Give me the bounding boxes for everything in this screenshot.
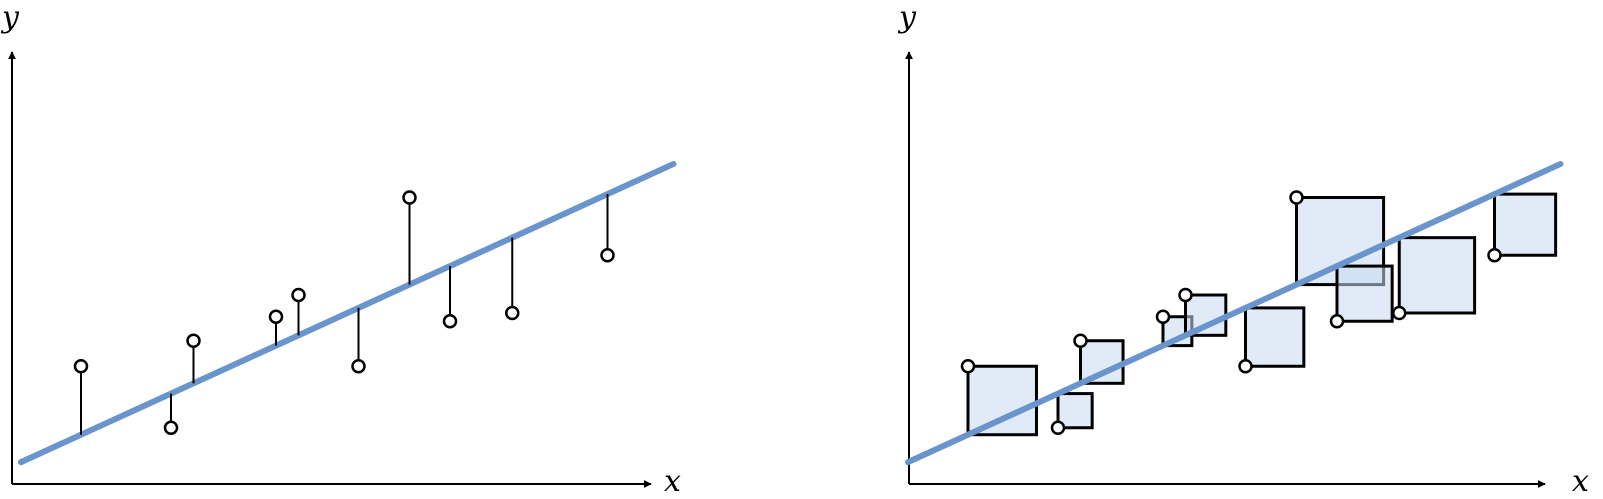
residual-square-6	[1244, 306, 1306, 368]
data-point-9	[1392, 305, 1407, 321]
data-point-5	[291, 287, 306, 303]
data-point-10	[1487, 248, 1502, 263]
left-panel: y x	[0, 0, 681, 499]
right-panel: y x	[897, 0, 1589, 499]
right-plot-area	[905, 160, 1564, 466]
data-point-6	[1238, 359, 1253, 374]
residual-square-2	[1056, 392, 1094, 430]
left-x-axis-label: x	[664, 464, 681, 499]
data-point-9	[505, 305, 520, 321]
residual-square-8	[1335, 264, 1394, 323]
residual-square-9	[1397, 236, 1477, 315]
data-point-7	[402, 190, 417, 205]
residual-square-10	[1493, 192, 1558, 257]
residual-square-3	[1079, 339, 1125, 385]
left-plot-area	[18, 160, 677, 466]
left-y-axis-label: y	[0, 0, 20, 35]
data-point-2	[1050, 420, 1066, 435]
data-point-2	[163, 420, 179, 435]
data-point-1	[73, 359, 89, 374]
data-point-1	[960, 359, 976, 374]
regression-line	[18, 160, 677, 466]
right-x-axis-label: x	[1572, 464, 1589, 499]
right-y-axis-label: y	[897, 0, 917, 35]
regression-line	[905, 160, 1564, 466]
data-point-8	[1329, 314, 1345, 329]
data-point-4	[1155, 309, 1171, 324]
data-point-3	[1073, 333, 1088, 348]
data-point-8	[442, 314, 458, 329]
data-point-4	[268, 309, 284, 324]
data-point-5	[1178, 287, 1193, 303]
data-point-6	[351, 359, 366, 374]
residual-square-1	[966, 364, 1038, 437]
data-point-7	[1289, 190, 1304, 205]
data-point-3	[186, 333, 201, 348]
data-point-10	[600, 248, 615, 263]
